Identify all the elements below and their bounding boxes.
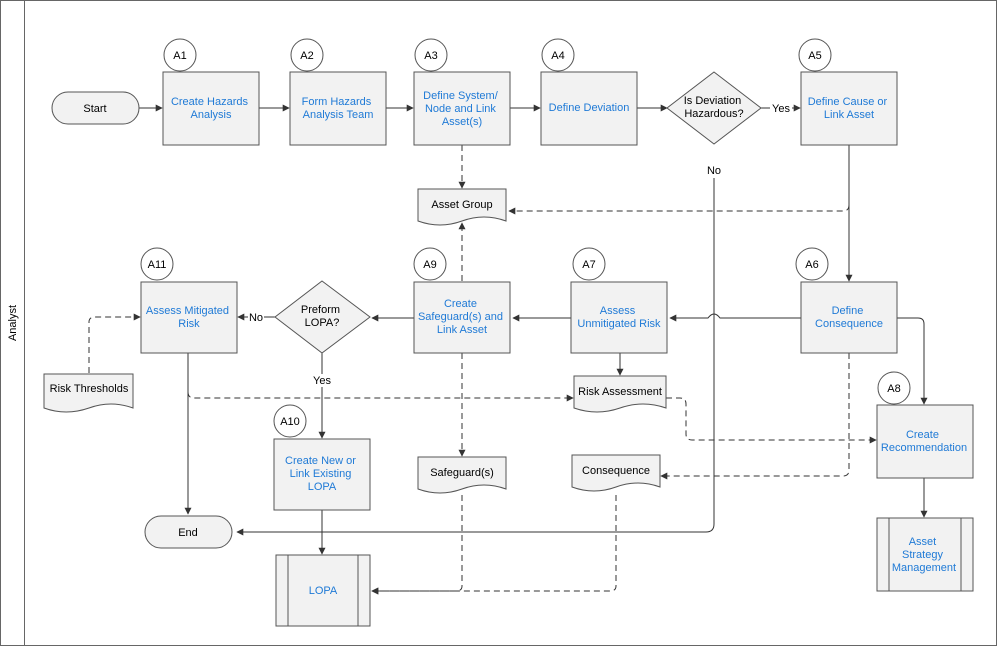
decision-deviation-label: Is Deviation Hazardous? [684,95,745,120]
step-a8-label: Create Recommendation [881,429,967,454]
decision-preform-lopa[interactable]: Preform LOPA? [274,280,371,354]
step-a11-id: A11 [148,259,167,271]
document-consequence[interactable]: Consequence [571,454,661,492]
step-a6[interactable]: A6 Define Consequence [795,247,898,354]
subprocess-lopa[interactable]: LOPA [275,554,371,627]
step-a2[interactable]: A2 Form Hazards Analysis Team [289,38,387,146]
end-terminal[interactable]: End [144,515,233,549]
end-label: End [178,527,198,539]
decision-lopa-label: Preform LOPA? [301,304,343,329]
subprocess-asset-strategy-label: Asset Strategy Management [892,536,956,574]
step-a1[interactable]: A1 Create Hazards Analysis [162,38,260,146]
step-a11[interactable]: A11 Assess Mitigated Risk [140,247,238,354]
step-a3[interactable]: A3 Define System/ Node and Link Asset(s) [413,38,511,146]
step-a3-label: Define System/ Node and Link Asset(s) [423,90,501,128]
step-a9[interactable]: A9 Create Safeguard(s) and Link Asset [413,247,511,354]
document-consequence-label: Consequence [582,465,650,477]
step-a7-id: A7 [582,259,595,271]
step-a1-label: Create Hazards Analysis [171,96,251,121]
document-safeguards[interactable]: Safeguard(s) [417,456,507,494]
step-a6-label: Define Consequence [815,305,883,330]
decision-deviation-yes-label: Yes [772,103,790,115]
step-a3-id: A3 [424,50,437,62]
step-a5[interactable]: A5 Define Cause or Link Asset [798,38,898,146]
subprocess-lopa-label: LOPA [309,585,338,597]
step-a5-id: A5 [808,50,821,62]
document-risk-assessment[interactable]: Risk Assessment [573,375,667,413]
step-a2-id: A2 [300,50,313,62]
step-a10-label: Create New or Link Existing LOPA [285,455,359,493]
decision-deviation-hazardous[interactable]: Is Deviation Hazardous? [666,71,762,145]
step-a1-id: A1 [173,50,186,62]
step-a7[interactable]: A7 Assess Unmitigated Risk [570,247,668,354]
decision-lopa-no-label: No [249,312,263,324]
start-terminal[interactable]: Start [51,91,140,125]
document-safeguards-label: Safeguard(s) [430,467,494,479]
step-a9-id: A9 [423,259,436,271]
step-a2-label: Form Hazards Analysis Team [302,96,375,121]
step-a4-id: A4 [551,50,564,62]
decision-lopa-yes-label: Yes [313,375,331,387]
step-a8[interactable]: A8 Create Recommendation [876,371,974,479]
decision-deviation-no-label: No [707,165,721,177]
lane-label: Analyst [7,305,19,341]
step-a6-id: A6 [805,259,818,271]
step-a10[interactable]: A10 Create New or Link Existing LOPA [273,404,371,511]
step-a11-label: Assess Mitigated Risk [146,305,232,330]
step-a8-id: A8 [887,383,900,395]
document-asset-group[interactable]: Asset Group [417,188,507,226]
start-label: Start [83,103,106,115]
subprocess-asset-strategy[interactable]: Asset Strategy Management [876,517,974,592]
step-a4-label: Define Deviation [549,102,630,114]
document-risk-thresholds-label: Risk Thresholds [50,383,129,395]
document-asset-group-label: Asset Group [431,199,492,211]
step-a5-label: Define Cause or Link Asset [808,96,891,121]
step-a9-label: Create Safeguard(s) and Link Asset [418,298,506,336]
step-a4[interactable]: A4 Define Deviation [540,38,638,146]
document-risk-assessment-label: Risk Assessment [578,386,662,398]
document-risk-thresholds[interactable]: Risk Thresholds [43,373,134,413]
step-a10-id: A10 [280,416,300,428]
connectors [88,104,928,595]
step-a7-label: Assess Unmitigated Risk [577,305,661,330]
